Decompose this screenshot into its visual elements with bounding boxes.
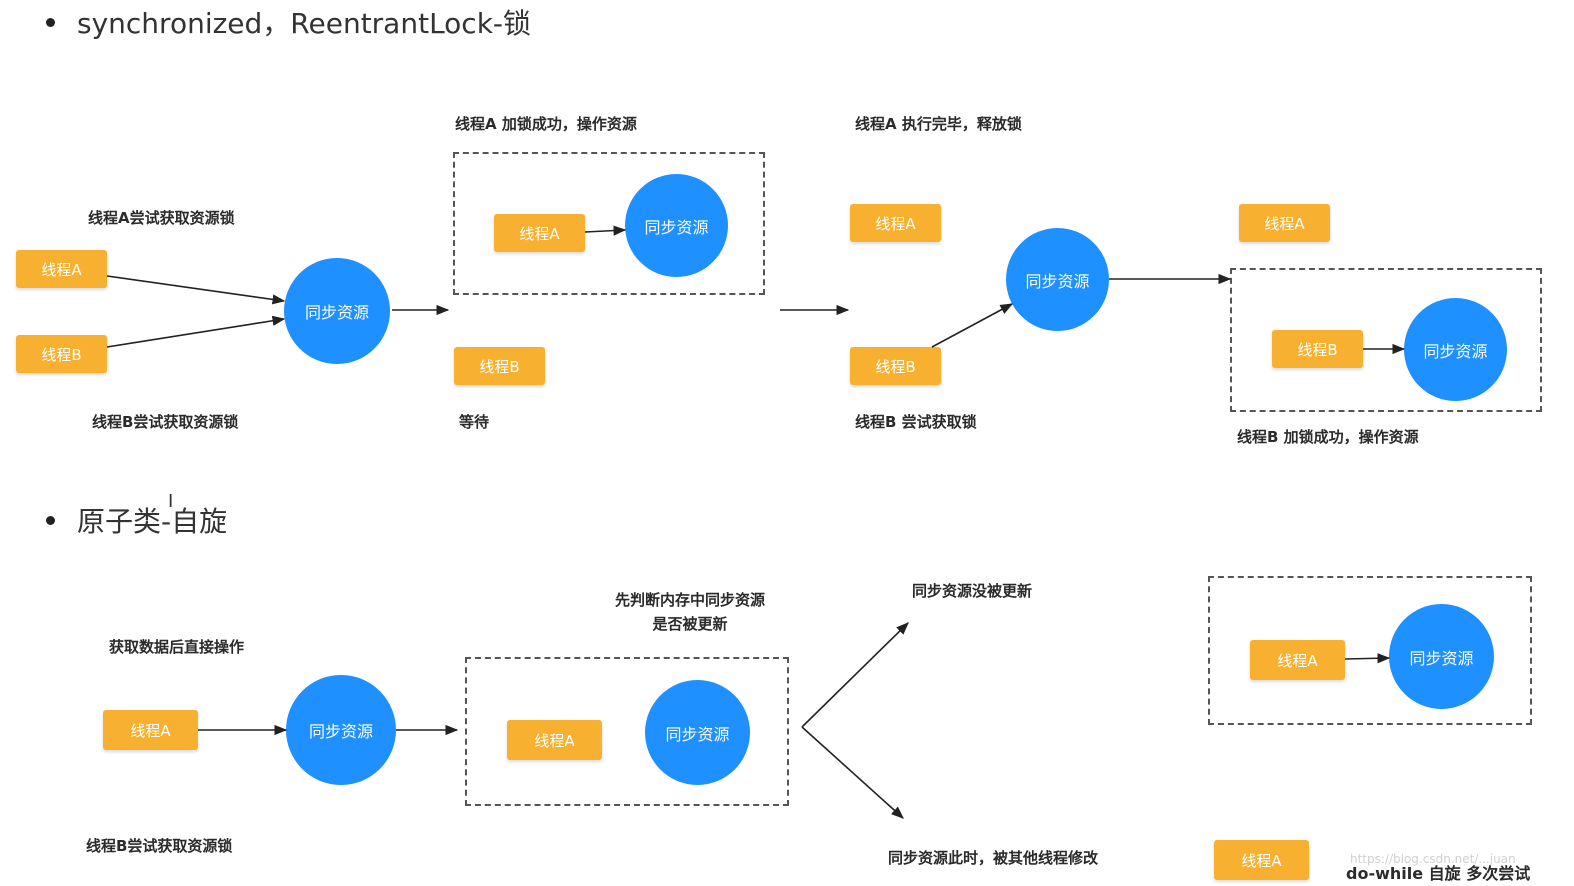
thread-a-box: 线程A (1250, 640, 1345, 680)
caption-a-locked: 线程A 加锁成功，操作资源 (455, 115, 637, 133)
section1-heading: synchronized，ReentrantLock-锁 (77, 7, 532, 40)
thread-b-box: 线程B (850, 347, 941, 385)
caption-check-line2: 是否被更新 (652, 615, 728, 633)
caption-a-release: 线程A 执行完毕，释放锁 (855, 115, 1022, 133)
bullet-icon (46, 17, 55, 27)
section1-heading-row: synchronized，ReentrantLock-锁 (46, 2, 531, 42)
resource-circle: 同步资源 (286, 675, 396, 785)
section2-heading: 原子类-自旋 (77, 505, 228, 538)
arrow-b-to-resource (106, 315, 286, 348)
arrow-b-to-resource (931, 303, 1014, 348)
caption-direct-operate: 获取数据后直接操作 (109, 638, 245, 656)
lock-frame-b (1230, 268, 1542, 412)
resource-circle: 同步资源 (645, 680, 750, 785)
caption-check-line1: 先判断内存中同步资源 (614, 591, 765, 609)
update-frame (1208, 576, 1532, 725)
thread-b-box: 线程B (16, 335, 107, 373)
watermark: https://blog.csdn.net/...juan (1350, 852, 1516, 866)
caption-b-locked: 线程B 加锁成功，操作资源 (1237, 428, 1419, 446)
bullet-icon (46, 515, 55, 525)
caption-modified-by-other: 同步资源此时，被其他线程修改 (888, 849, 1099, 867)
resource-circle: 同步资源 (1389, 604, 1494, 709)
caption-do-while-spin: do-while 自旋 多次尝试 (1346, 864, 1531, 883)
thread-a-box: 线程A (494, 214, 585, 252)
thread-a-box: 线程A (103, 710, 198, 750)
resource-circle: 同步资源 (284, 258, 390, 364)
resource-circle: 同步资源 (1006, 228, 1109, 331)
caption-a-try-lock: 线程A尝试获取资源锁 (88, 209, 235, 227)
thread-a-box: 线程A (850, 204, 941, 242)
arrow-a-to-resource (1344, 653, 1391, 664)
arrow-a-to-resource (106, 275, 286, 305)
thread-a-box: 线程A (1239, 204, 1330, 242)
thread-a-box: 线程A (1214, 840, 1309, 880)
thread-b-box: 线程B (454, 347, 545, 385)
caption-not-updated: 同步资源没被更新 (912, 582, 1033, 600)
thread-a-box: 线程A (16, 250, 107, 288)
arrow-a-to-resource (584, 225, 627, 236)
caption-check-updated: 先判断内存中同步资源 是否被更新 (590, 588, 790, 636)
arrow-branch-modified (801, 726, 904, 819)
resource-circle: 同步资源 (1404, 298, 1507, 401)
lock-frame-a (453, 152, 765, 295)
caption-b-trylock: 线程B 尝试获取锁 (855, 413, 977, 431)
thread-a-box: 线程A (507, 720, 602, 760)
thread-b-box: 线程B (1272, 330, 1363, 368)
check-frame (465, 657, 789, 806)
arrow-branch-not-updated (801, 622, 909, 728)
resource-circle: 同步资源 (625, 174, 728, 277)
section2-heading-row: 原子类-自旋 (46, 500, 227, 540)
caption-b-try-lock: 线程B尝试获取资源锁 (92, 413, 239, 431)
text-cursor-icon: I (168, 491, 174, 512)
caption-b-try-lock: 线程B尝试获取资源锁 (86, 837, 233, 855)
caption-wait: 等待 (459, 413, 490, 431)
